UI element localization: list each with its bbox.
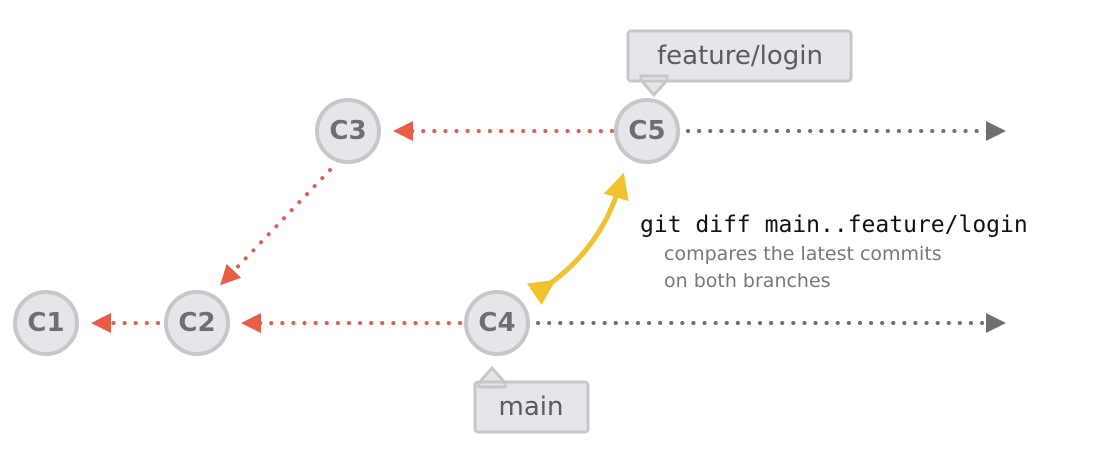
link-c3-to-c2 xyxy=(220,168,332,286)
branch-tag-main[interactable]: main xyxy=(473,365,590,434)
commit-label: C2 xyxy=(178,308,215,338)
commit-label: C4 xyxy=(478,308,515,338)
diff-description-line2: on both branches xyxy=(664,270,831,292)
commit-c1[interactable]: C1 xyxy=(13,290,79,356)
diff-description-line1: compares the latest commits xyxy=(664,243,942,265)
compare-arrow xyxy=(526,172,629,306)
commit-c5[interactable]: C5 xyxy=(614,98,680,164)
diff-command: git diff main..feature/login xyxy=(640,212,1028,238)
branch-tag-label: main xyxy=(499,392,564,422)
branch-tag-feature[interactable]: feature/login xyxy=(626,29,853,98)
parent-links xyxy=(91,121,614,333)
commit-c2[interactable]: C2 xyxy=(164,290,230,356)
commit-label: C1 xyxy=(27,308,64,338)
future-links xyxy=(536,121,1006,333)
branch-tag-label: feature/login xyxy=(657,41,823,71)
commit-c3[interactable]: C3 xyxy=(315,98,381,164)
commit-label: C3 xyxy=(329,116,366,146)
commit-label: C5 xyxy=(628,116,665,146)
commit-c4[interactable]: C4 xyxy=(464,290,530,356)
